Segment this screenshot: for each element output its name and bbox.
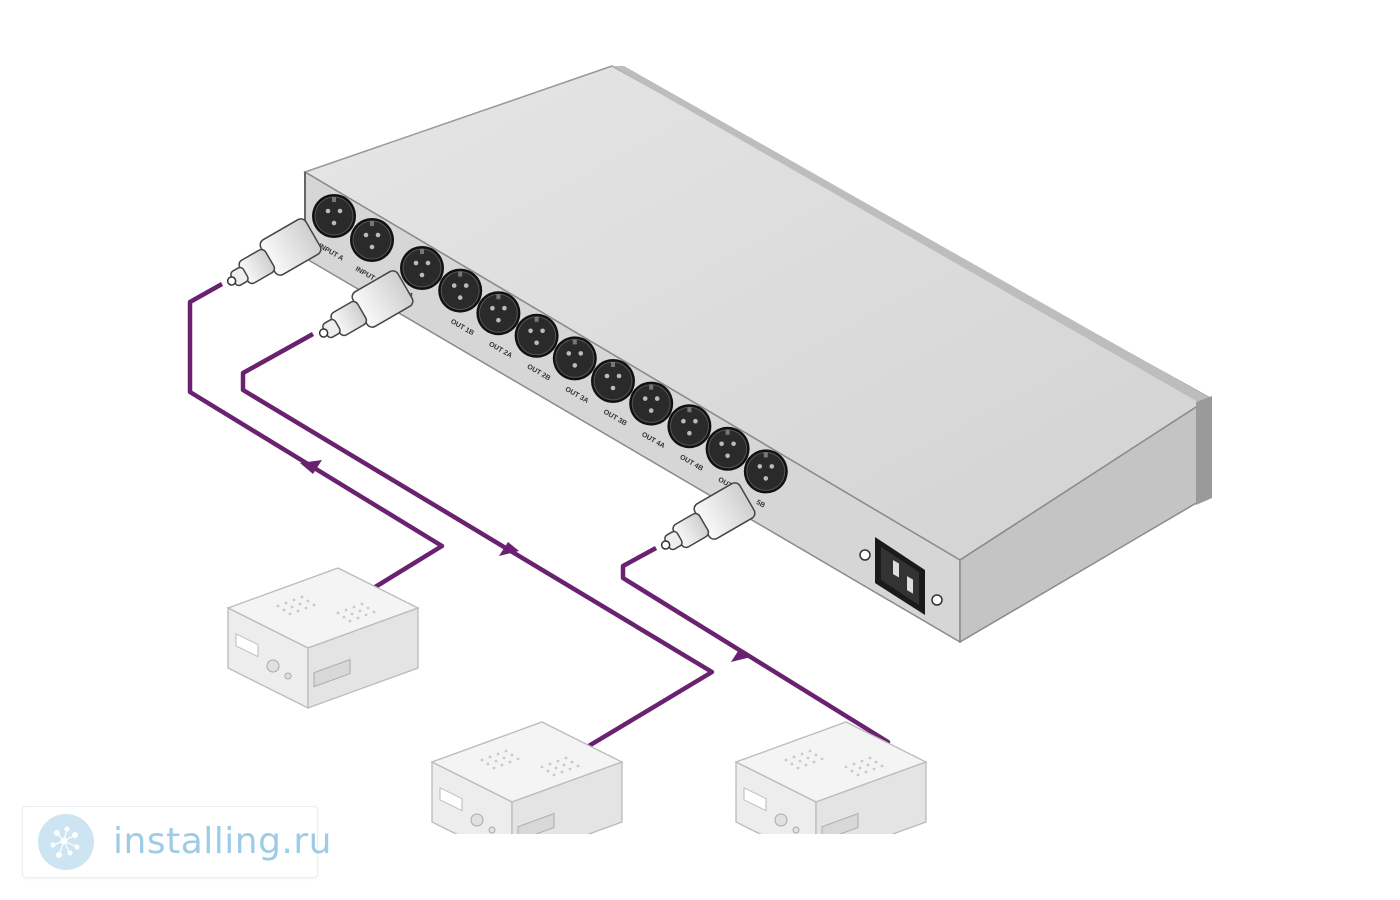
output-connector [399,245,445,291]
installing-logo-icon [38,814,94,870]
arrow-down-icon [731,648,751,662]
output-connector [666,403,712,449]
input-b-connector [349,217,395,263]
signal-arrows [300,460,751,662]
output-connector [590,358,636,404]
arrow-down-icon [499,542,519,556]
output-connector [705,426,751,472]
output-label: 5B [755,499,766,510]
power-inlet [859,537,943,615]
cable-input-b [240,332,715,764]
plug-input-a [217,215,324,302]
output-connector [743,448,789,494]
output-connector [514,313,560,359]
cable-input-a [187,282,445,602]
plug-output-5a [651,479,758,566]
watermark-text: installing.ru [113,821,332,862]
input-a-connector [311,193,357,239]
output-connector [552,335,598,381]
arrow-up-icon [300,460,322,474]
output-connector [475,290,521,336]
output-connector [628,381,674,427]
amplifier-1 [227,567,419,709]
watermark: installing.ru [22,806,331,878]
audio-distribution-amplifier [303,65,1212,644]
output-connector [437,268,483,314]
